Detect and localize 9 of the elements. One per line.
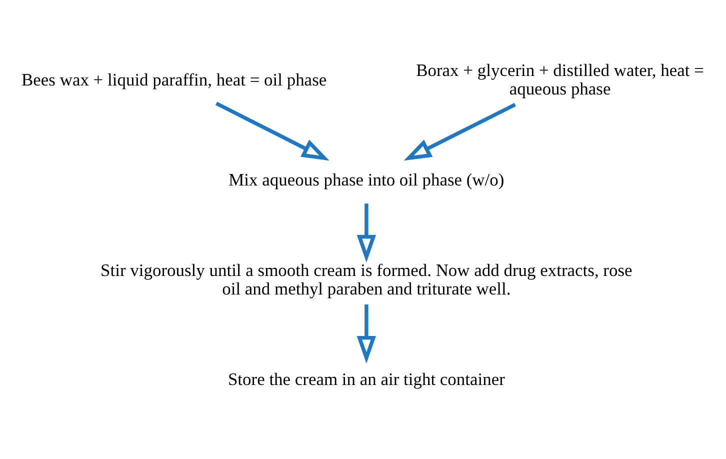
arrow bbox=[356, 203, 376, 262]
node-text: Mix aqueous phase into oil phase (w/o) bbox=[228, 168, 504, 189]
arrow bbox=[404, 102, 516, 160]
node-text: Borax + glycerin + distilled water, heat = aqueous phase bbox=[416, 59, 704, 98]
node-text: Stir vigorously until a smooth cream is formed. Now add drug extracts, rose oil and methyl paraben and triturate well. bbox=[100, 259, 632, 298]
node-text: Bees wax + liquid paraffin, heat = oil phase bbox=[22, 68, 327, 89]
arrow bbox=[215, 101, 330, 160]
arrow bbox=[356, 304, 376, 363]
node-text: Store the cream in an air tight container bbox=[228, 368, 505, 389]
